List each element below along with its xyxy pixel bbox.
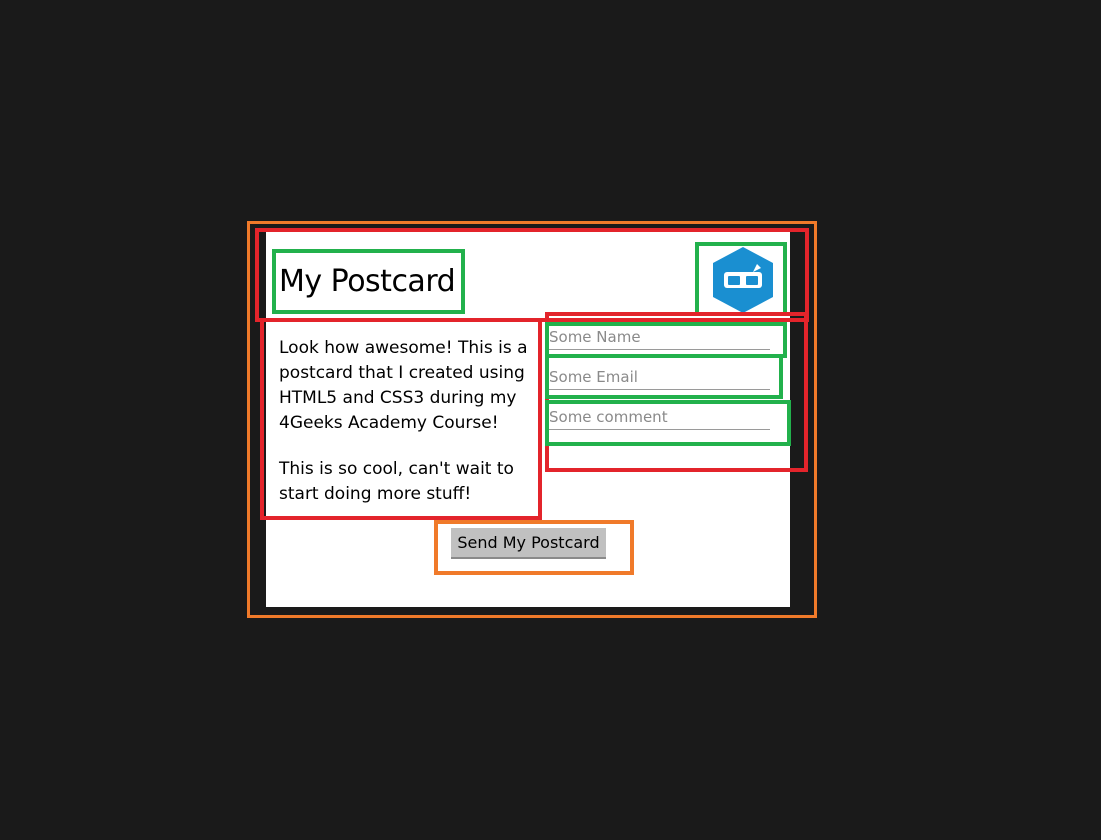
name-input[interactable]	[549, 325, 770, 350]
title-outline	[272, 249, 465, 314]
email-field-outline	[545, 354, 783, 399]
outer-frame-outline	[247, 221, 817, 618]
button-outline	[434, 520, 634, 575]
comment-field-outline	[545, 400, 791, 446]
message-outline	[260, 318, 542, 520]
email-input[interactable]	[549, 365, 770, 390]
postcard-message: Look how awesome! This is a postcard tha…	[279, 336, 531, 528]
page-title: My Postcard	[279, 264, 456, 299]
4geeks-logo-icon	[713, 247, 773, 313]
message-paragraph: Look how awesome! This is a postcard tha…	[279, 338, 528, 433]
send-postcard-button[interactable]: Send My Postcard	[451, 528, 606, 559]
message-paragraph: This is so cool, can't wait to start doi…	[279, 459, 514, 504]
comment-input[interactable]	[549, 405, 770, 430]
